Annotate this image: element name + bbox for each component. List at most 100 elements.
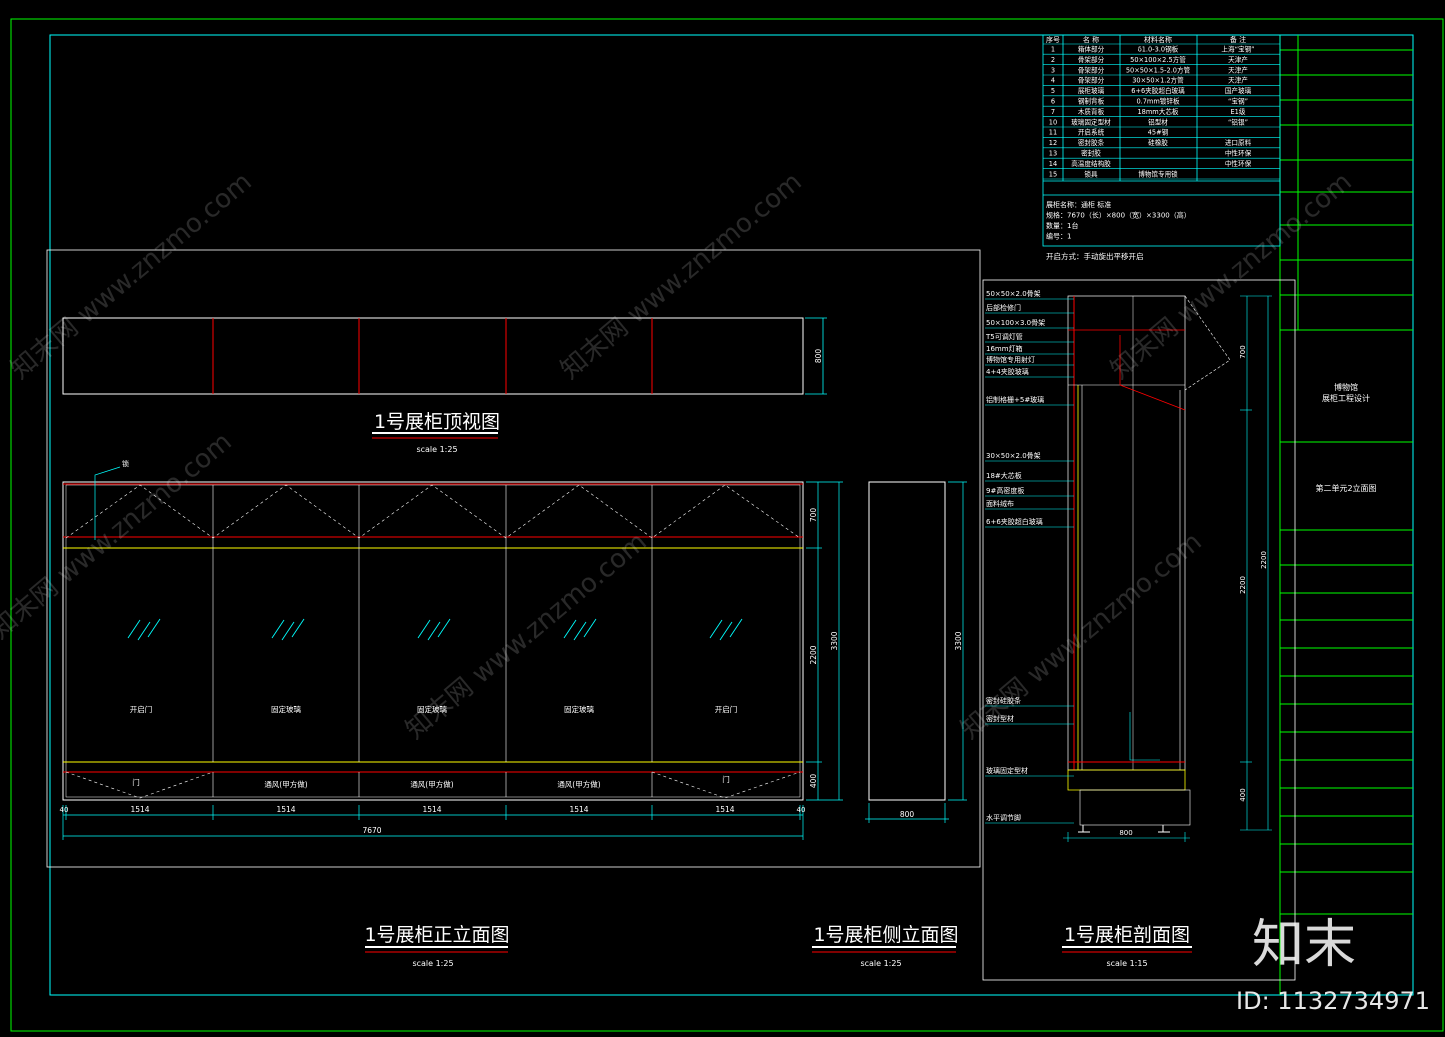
callout-label: 铝制格栅+5#玻璃 — [986, 395, 1044, 404]
callout-label: 面料绒布 — [986, 499, 1014, 508]
table-cell: 50×50×1.5-2.0方管 — [1126, 65, 1191, 74]
table-cell: 骨架部分 — [1078, 55, 1105, 64]
section-view-scale: scale 1:15 — [1106, 959, 1147, 968]
table-cell: δ1.0-3.0钢板 — [1138, 45, 1179, 54]
project-sub: 展柜工程设计 — [1322, 393, 1370, 403]
table-cell: 12 — [1049, 139, 1057, 147]
table-cell: 1 — [1051, 46, 1055, 54]
callout-label: 9#高密度板 — [986, 486, 1024, 495]
callout-label: 密封型材 — [986, 714, 1014, 723]
table-cell: 天津产 — [1228, 55, 1248, 64]
watermarks: 知末网 www.znzmo.com 知末网 www.znzmo.com 知末网 … — [0, 167, 1358, 746]
section-view — [1067, 295, 1231, 833]
edge-dim: 40 — [60, 806, 69, 814]
drawing-name: 第二单元2立面图 — [1315, 483, 1376, 493]
base-label: 门 — [722, 775, 730, 784]
watermark-text: 知末网 www.znzmo.com — [400, 527, 652, 746]
front-view-scale: scale 1:25 — [412, 959, 453, 968]
spec-line: 编号：1 — [1046, 232, 1071, 241]
table-cell: 天津产 — [1228, 76, 1248, 85]
callout-label: 密封硅胶条 — [986, 696, 1021, 705]
table-cell: 密封胶条 — [1078, 138, 1105, 147]
panel-label: 开启门 — [715, 704, 738, 714]
watermark-text: 知末网 www.znzmo.com — [955, 527, 1207, 746]
height-dim: 400 — [809, 774, 818, 789]
table-cell: 4 — [1051, 77, 1055, 85]
section-bottom-dim: 800 — [1119, 829, 1132, 837]
table-cell: 2 — [1051, 56, 1055, 64]
table-cell: 硅橡胶 — [1148, 138, 1168, 147]
section-dim-right: 400 — [1239, 788, 1247, 801]
watermark-text: 知末网 www.znzmo.com — [5, 167, 257, 386]
table-header-cell: 备 注 — [1230, 35, 1246, 44]
bay-dim: 1514 — [715, 805, 734, 814]
title-block — [1279, 35, 1413, 995]
spec-line: 数量：1台 — [1046, 221, 1078, 230]
callout-label: 50×50×2.0骨架 — [986, 290, 1041, 298]
table-cell: 国产玻璃 — [1225, 86, 1252, 95]
table-cell: “宝钢” — [1228, 97, 1248, 106]
callout-label: 水平调节脚 — [986, 813, 1021, 822]
table-cell: 天津产 — [1228, 65, 1248, 74]
bay-dim: 1514 — [276, 805, 295, 814]
top-view-scale: scale 1:25 — [416, 445, 457, 454]
callout-label: 6+6夹胶超白玻璃 — [986, 517, 1043, 526]
table-cell: 木质背板 — [1078, 107, 1105, 116]
table-cell: 铝型材 — [1148, 117, 1168, 126]
table-cell: 13 — [1049, 150, 1057, 158]
table-header-cell: 名 称 — [1083, 35, 1099, 44]
watermark-text: 知末网 www.znzmo.com — [0, 427, 238, 646]
table-cell: 高温度结构胶 — [1071, 159, 1111, 168]
panel-label: 固定玻璃 — [271, 704, 301, 714]
section-dim-right2: 2200 — [1260, 551, 1268, 569]
table-cell: 展柜玻璃 — [1078, 86, 1105, 95]
callout-label: 16mm灯箱 — [986, 344, 1023, 353]
lock-label: 锁 — [122, 459, 129, 468]
outer-border — [10, 18, 1444, 1032]
callout-label: 博物馆专用射灯 — [986, 355, 1035, 364]
table-cell: 中性环保 — [1225, 159, 1252, 168]
table-cell: 中性环保 — [1225, 149, 1252, 158]
table-cell: 进口原料 — [1225, 138, 1252, 147]
callout-label: 30×50×2.0骨架 — [986, 452, 1041, 460]
watermark-logo: 知末 — [1252, 915, 1356, 975]
table-cell: 开启系统 — [1078, 128, 1105, 137]
table-cell: 钢制背板 — [1078, 97, 1105, 106]
top-view-title: 1号展柜顶视图 — [374, 411, 500, 433]
materials-table — [1042, 34, 1281, 247]
section-frame — [982, 279, 1296, 981]
bay-dims: 40 1514 1514 1514 1514 1514 40 7670 — [60, 805, 806, 835]
table-header-cell: 材料名称 — [1144, 35, 1172, 44]
base-label: 通风(甲方做) — [410, 779, 453, 789]
table-cell: E1级 — [1231, 107, 1246, 116]
panel-label: 固定玻璃 — [417, 704, 447, 714]
table-cell: “铝银” — [1228, 117, 1248, 126]
table-cell: 10 — [1049, 118, 1057, 126]
table-cell: 11 — [1049, 129, 1057, 137]
section-view-title: 1号展柜剖面图 — [1064, 924, 1190, 946]
section-dim-right: 700 — [1239, 345, 1247, 358]
spec-line: 规格：7670（长）×800（宽）×3300（高） — [1046, 211, 1191, 220]
table-cell: 5 — [1051, 87, 1055, 95]
table-cell: 玻璃固定型材 — [1071, 117, 1111, 126]
open-method: 开启方式：手动旋出平移开启 — [1046, 251, 1144, 261]
base-label: 通风(甲方做) — [264, 779, 307, 789]
side-view-scale: scale 1:25 — [860, 959, 901, 968]
panel-labels: 开启门 固定玻璃 固定玻璃 固定玻璃 开启门 — [130, 704, 738, 714]
table-cell: 45#钢 — [1148, 129, 1169, 137]
table-cell: 上海“宝钢” — [1221, 45, 1254, 54]
table-cell: 15 — [1049, 170, 1057, 178]
table-cell: 14 — [1049, 160, 1057, 168]
table-cell: 6 — [1051, 98, 1055, 106]
top-view-depth: 800 — [814, 349, 823, 364]
section-dim-right: 2200 — [1239, 576, 1247, 594]
bay-dim: 1514 — [422, 805, 441, 814]
callout-label: 50×100×3.0骨架 — [986, 319, 1045, 327]
front-view — [62, 466, 843, 840]
total-height: 3300 — [830, 631, 839, 650]
table-cell: 骨架部分 — [1078, 76, 1105, 85]
table-header-cell: 序号 — [1046, 35, 1060, 44]
callout-label: 后部检修门 — [986, 303, 1021, 312]
